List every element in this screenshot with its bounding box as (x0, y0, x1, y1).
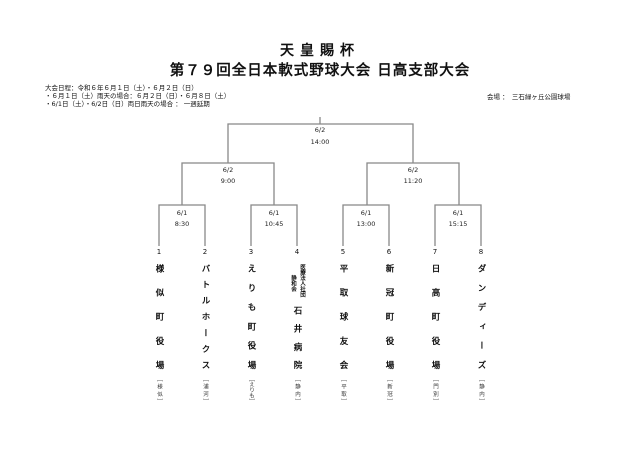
r1-date: 6/1 (176, 209, 188, 217)
team-4-area: ［静内］ (294, 376, 300, 404)
team-3-name: えりも町役場 (246, 264, 256, 369)
r2-time: 10:45 (264, 220, 284, 228)
semi1-date: 6/2 (222, 166, 234, 174)
final-bracket (227, 117, 414, 163)
team-5-area: ［平取］ (340, 376, 346, 404)
team-4-name: 石井病院 (292, 306, 302, 369)
semi2-date: 6/2 (407, 166, 419, 174)
semi2-bracket (366, 162, 460, 205)
team-7-area: ［門別］ (432, 376, 438, 404)
team-2-area: ［浦河］ (202, 376, 208, 404)
team-4-org-type: 医療法人社団 (299, 264, 305, 297)
team-6-name: 新冠町役場 (384, 264, 394, 369)
r2-date: 6/1 (268, 209, 280, 217)
team-6-area: ［新冠］ (386, 376, 392, 404)
team-1-number: 1 (156, 248, 162, 256)
team-8-name: ダンディーズ (476, 264, 486, 369)
rain-note-1: ・６月１日（土）雨天の場合：６月２日（日）・６月８日（土） (45, 92, 231, 100)
title: 天皇賜杯 (280, 43, 360, 59)
team-7-number: 7 (432, 248, 438, 256)
semi1-bracket (181, 162, 275, 205)
r3-bracket (342, 204, 390, 246)
r4-time: 15:15 (448, 220, 468, 228)
team-8-area: ［静内］ (478, 376, 484, 404)
r1-bracket (158, 204, 206, 246)
team-5-number: 5 (340, 248, 346, 256)
team-1-name: 様似町役場 (154, 264, 164, 369)
r3-date: 6/1 (360, 209, 372, 217)
r4-date: 6/1 (452, 209, 464, 217)
final-time: 14:00 (310, 138, 330, 146)
r2-bracket (250, 204, 298, 246)
team-2-number: 2 (202, 248, 208, 256)
team-3-area: ［えりも］ (248, 376, 254, 404)
team-3-number: 3 (248, 248, 254, 256)
team-4-number: 4 (294, 248, 300, 256)
team-6-number: 6 (386, 248, 392, 256)
r4-bracket (434, 204, 482, 246)
r3-time: 13:00 (356, 220, 376, 228)
semi1-time: 9:00 (220, 177, 236, 185)
team-2-name: バトルホークス (200, 264, 210, 369)
rain-note-2: ・6/1日（土）・6/2日（日）両日雨天の場合 ： 一週延期 (45, 100, 210, 108)
final-date: 6/2 (314, 126, 326, 134)
r1-time: 8:30 (174, 220, 190, 228)
team-5-name: 平取球友会 (338, 264, 348, 369)
team-4-org-name: 静和会 (290, 275, 296, 292)
team-7-name: 日高町役場 (430, 264, 440, 369)
team-1-area: ［様似］ (156, 376, 162, 404)
venue: 会場 ： 三石緑ヶ丘公園球場 (487, 93, 571, 101)
team-8-number: 8 (478, 248, 484, 256)
subtitle: 第７９回全日本軟式野球大会 日高支部大会 (169, 63, 471, 79)
semi2-time: 11:20 (403, 177, 423, 185)
schedule: 大会日程：令和６年６月１日（土）・６月２日（日） (45, 84, 198, 92)
